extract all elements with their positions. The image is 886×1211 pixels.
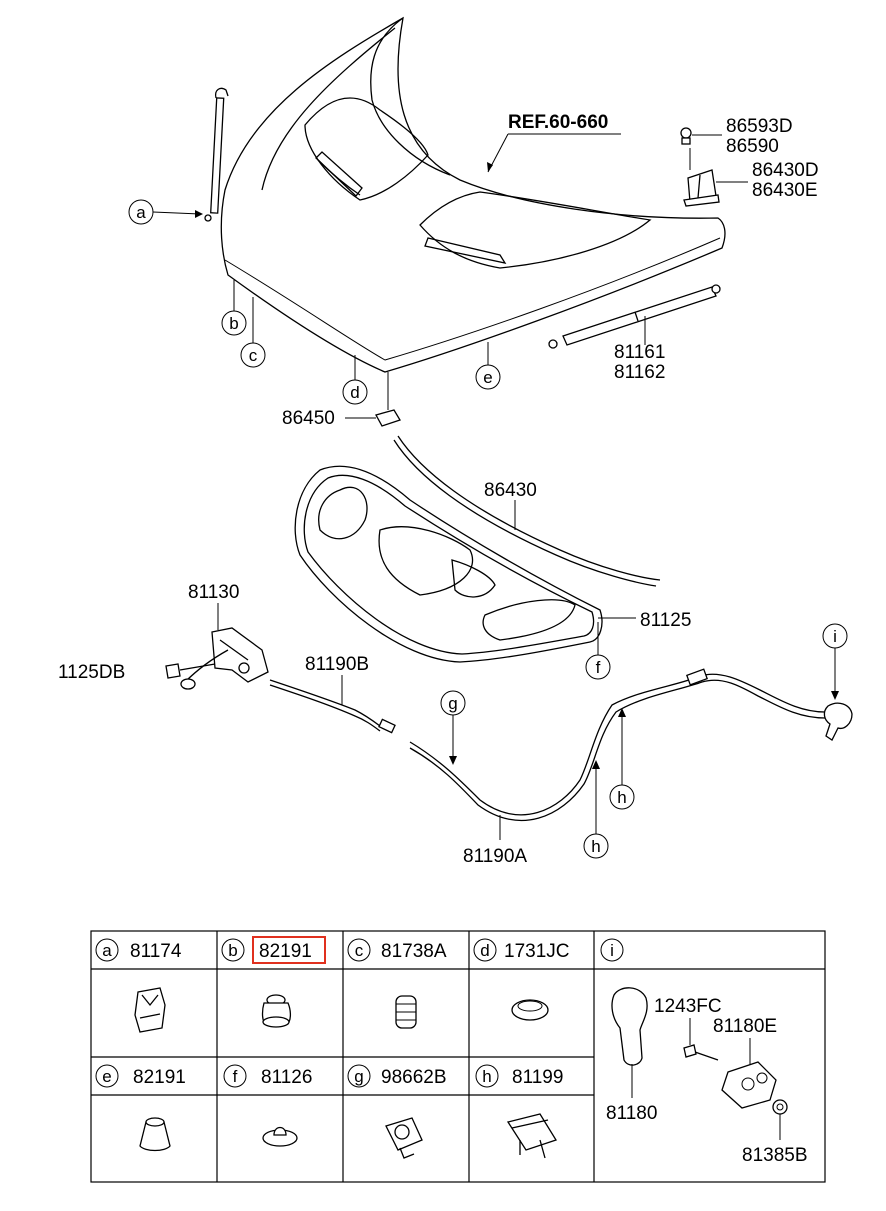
svg-text:d: d [480,941,489,960]
legend-part-81126: 81126 [261,1067,312,1088]
marker-a: a [128,199,203,225]
legend-part-82191: 82191 [133,1067,186,1088]
nut-81385B-drawing [772,1099,788,1140]
marker-h-upper: h [609,708,635,810]
svg-text:h: h [482,1067,491,1086]
legend-cell-g: g 98662B [347,1064,447,1088]
left-prop-rod [204,87,229,222]
svg-text:g: g [354,1067,363,1086]
label-81190A: 81190A [463,846,527,867]
bumper-82191-drawing [261,994,292,1028]
svg-text:f: f [233,1067,238,1086]
clip-81174-drawing [134,987,166,1033]
svg-text:g: g [448,694,457,713]
highlight-box [252,936,326,964]
ref-label: REF.60-660 [508,112,608,133]
marker-g: g [440,690,466,765]
svg-text:c: c [249,346,258,365]
bumper-81126-drawing [262,1126,298,1147]
label-86430D: 86430D [752,160,819,181]
svg-text:h: h [591,837,600,856]
svg-text:f: f [596,658,601,677]
bumper-86430D [683,169,720,207]
bolt-1243FC-drawing [683,1018,719,1061]
legend-cell-d: d 1731JC [473,938,570,962]
clip-81199-drawing [506,1113,557,1159]
legend-part-82191-highlighted: 82191 [259,941,312,962]
marker-h-lower: h [583,760,609,859]
cable-81190B [269,675,396,734]
hood-insulator-81125 [294,465,603,663]
legend-cell-h: h 81199 [475,1064,563,1088]
hood-latch-81130 [180,603,269,690]
legend-part-81174: 81174 [130,941,182,962]
plug-81738A-drawing [395,995,417,1029]
legend-part-1243FC: 1243FC [654,996,722,1017]
svg-text:a: a [136,203,146,222]
legend-table: a 81174 b 82191 c 81738A d 1731JC i e 82… [90,930,826,1183]
legend-part-81738A: 81738A [381,941,447,962]
label-86590: 86590 [726,136,779,157]
handle-base-81180E-drawing [721,1038,777,1109]
legend-cell-i: i [600,938,624,962]
bolt-1125DB [165,663,216,679]
grommet-1731JC-drawing [511,999,549,1021]
hood-panel [220,16,726,373]
clip-98662B-drawing [385,1117,423,1159]
label-81190B: 81190B [305,654,369,675]
weatherstrip-86430 [393,435,661,587]
bumper-82191-e-drawing [139,1117,171,1152]
marker-d: d [342,355,368,405]
svg-text:d: d [350,383,359,402]
legend-cell-b: b 82191 [221,936,326,964]
marker-b: b [221,280,247,336]
legend-part-98662B: 98662B [381,1067,447,1088]
legend-cell-f: f 81126 [223,1064,312,1088]
marker-f: f [585,622,611,680]
svg-text:e: e [102,1067,111,1086]
svg-text:b: b [228,941,237,960]
legend-part-81199: 81199 [512,1067,563,1088]
cable-81190A [409,668,826,840]
label-86430E: 86430E [752,180,818,201]
gas-strut-81161 [548,284,721,349]
label-81125: 81125 [640,610,691,631]
legend-cell-a: a 81174 [95,938,182,962]
legend-part-81180E: 81180E [713,1016,777,1037]
svg-text:h: h [617,788,626,807]
label-81130: 81130 [188,582,239,603]
marker-e: e [475,342,501,390]
svg-text:e: e [483,368,492,387]
label-1125DB: 1125DB [58,662,125,683]
legend-cell-e: e 82191 [95,1064,186,1088]
release-handle-assembly [823,702,853,741]
legend-part-81180: 81180 [606,1103,657,1124]
svg-text:c: c [355,941,364,960]
nut-86590 [680,127,722,145]
svg-text:i: i [833,627,837,646]
svg-text:a: a [102,941,112,960]
label-81162: 81162 [614,362,665,383]
label-86430: 86430 [484,480,537,501]
marker-c: c [240,297,266,368]
label-81161: 81161 [614,342,665,363]
marker-i: i [822,623,848,700]
label-86593D: 86593D [726,116,793,137]
svg-text:i: i [610,941,614,960]
legend-part-81385B: 81385B [742,1145,808,1166]
release-handle-81180-drawing [611,987,648,1098]
svg-text:b: b [229,314,238,333]
legend-part-1731JC: 1731JC [504,941,570,962]
bracket-86450 [345,372,401,427]
legend-cell-c: c 81738A [347,938,447,962]
label-86450: 86450 [282,408,335,429]
